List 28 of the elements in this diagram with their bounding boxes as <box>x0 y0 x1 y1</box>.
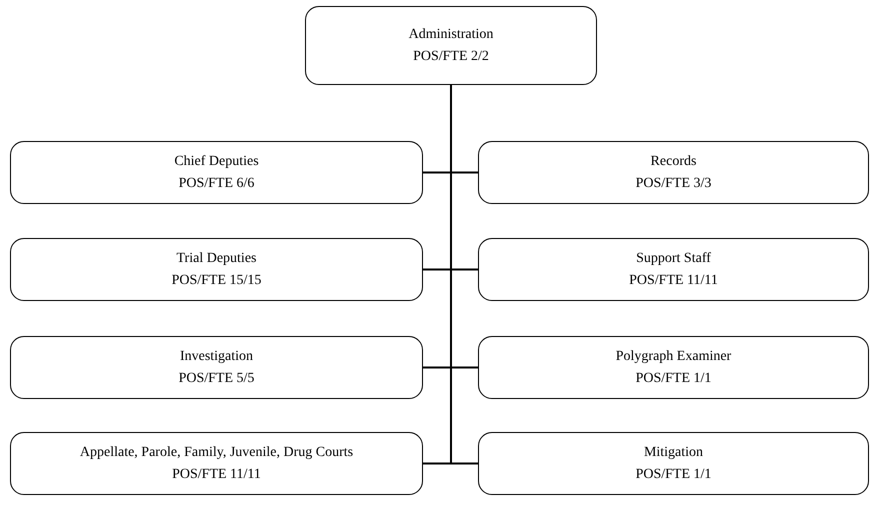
position-count: POS/FTE 6/6 <box>178 174 254 192</box>
position-count: POS/FTE 1/1 <box>636 370 712 388</box>
org-unit-box <box>10 141 423 204</box>
unit-name: Support Staff <box>636 250 711 268</box>
org-unit-box <box>10 238 423 301</box>
unit-name: Investigation <box>180 348 254 366</box>
position-count: POS/FTE 1/1 <box>636 466 712 484</box>
org-unit-box <box>478 432 869 495</box>
unit-name: Administration <box>408 26 494 44</box>
position-count: POS/FTE 2/2 <box>413 48 489 66</box>
unit-name: Mitigation <box>644 444 704 462</box>
org-unit-box <box>10 336 423 399</box>
connector-line <box>450 85 478 464</box>
org-unit-box <box>478 336 869 399</box>
position-count: POS/FTE 3/3 <box>636 174 712 192</box>
position-count: POS/FTE 5/5 <box>178 370 254 388</box>
org-unit-box <box>478 238 869 301</box>
unit-name: Appellate, Parole, Family, Juvenile, Drug Courts <box>80 444 354 462</box>
position-count: POS/FTE 15/15 <box>172 272 262 290</box>
position-count: POS/FTE 11/11 <box>172 466 261 484</box>
org-unit-box <box>10 432 423 495</box>
position-count: POS/FTE 11/11 <box>629 272 718 290</box>
unit-name: Chief Deputies <box>174 152 259 170</box>
org-unit-box <box>305 6 597 85</box>
unit-name: Polygraph Examiner <box>616 348 732 366</box>
unit-name: Trial Deputies <box>176 250 256 268</box>
unit-name: Records <box>650 152 696 170</box>
org-unit-box <box>478 141 869 204</box>
